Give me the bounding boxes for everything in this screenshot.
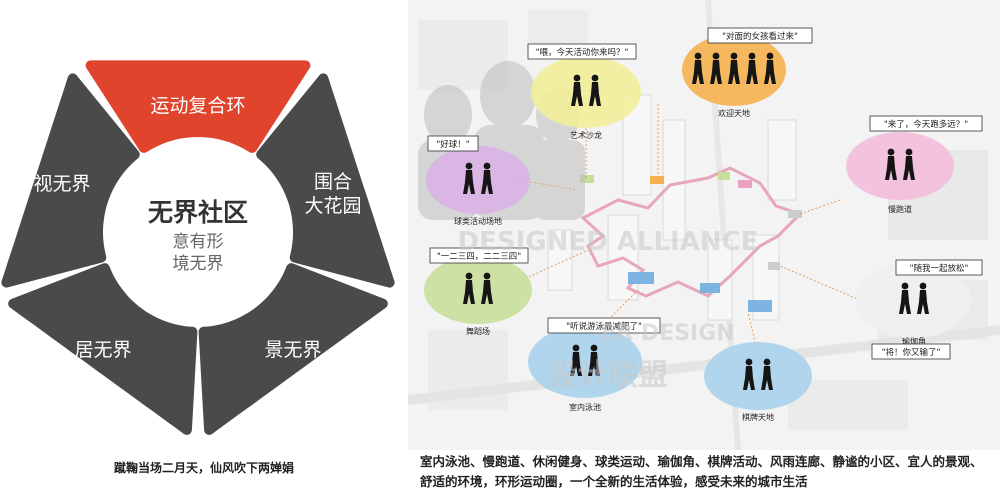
- wheel-segment-label-0: 运动复合环: [150, 95, 245, 117]
- zone-label-ball: 球类活动场地: [454, 216, 502, 226]
- wheel-center: [112, 146, 284, 318]
- speech-bubble-dance: [429, 247, 529, 264]
- zone-dance: [424, 256, 532, 324]
- speech-bubble-yoga2: [871, 343, 951, 360]
- zone-label-dance: 舞蹈场: [466, 326, 490, 336]
- activity-diagram: "喂，今天活动你来吗？" 艺术沙龙 "对面的女孩看过来" 欢迎天地 "好球！" 球类活动场…: [408, 0, 1000, 451]
- activity-diagram-panel: "喂，今天活动你来吗？" 艺术沙龙 "对面的女孩看过来" 欢迎天地 "好球！" 球类活动场…: [408, 0, 1000, 490]
- wheel-segment-label-3: 居无界: [74, 339, 131, 361]
- wheel-segment-label-4: 视无界: [33, 173, 90, 195]
- wheel-segment-label-1: 围合大花园: [304, 171, 361, 217]
- speech-bubble-jog: [869, 115, 983, 132]
- zone-label-art: 艺术沙龙: [570, 130, 602, 140]
- speech-text-yoga2: "将！你又输了": [882, 347, 941, 358]
- speech-bubble-yoga: [895, 259, 983, 276]
- zone-figures-ball: [463, 162, 493, 194]
- zone-label-jog: 慢跑道: [888, 204, 912, 214]
- zone-figures-chess: [743, 358, 773, 390]
- center-subtitle-2: 境无界: [173, 254, 224, 274]
- speech-bubble-ball: [427, 135, 479, 152]
- speech-text-ball: "好球！": [436, 139, 469, 150]
- zone-art: [531, 56, 641, 128]
- speech-text-yoga: "随我一起放松": [910, 263, 969, 274]
- wheel-segment-3: [8, 263, 198, 435]
- zone-figures-dance: [463, 272, 493, 304]
- zone-figures-jog: [885, 148, 915, 180]
- watermark-line-1: DESIGNED ALLIANCE: [458, 227, 759, 257]
- zone-figures-yoga: [899, 282, 929, 314]
- speech-text-dance: "一二三四，二二三四": [437, 252, 521, 262]
- zone-label-welcome: 欢迎天地: [718, 108, 750, 118]
- zone-ball: [426, 146, 530, 214]
- watermark-line-3: 设计联盟: [548, 358, 668, 393]
- speech-bubble-art: [527, 43, 637, 60]
- speech-bubble-welcome: [707, 27, 813, 44]
- zone-figures-welcome: [692, 52, 776, 84]
- loop-pads: [580, 172, 802, 312]
- speech-text-art: "喂，今天活动你来吗？": [536, 47, 629, 58]
- center-title: 无界社区: [148, 198, 248, 227]
- wheel-segment-0: [85, 60, 311, 153]
- zone-label-yoga: 瑜伽角: [902, 336, 926, 346]
- running-loop-path: [580, 166, 803, 298]
- wheel-segment-1: [256, 73, 395, 288]
- speech-bubble-swim: [547, 317, 661, 334]
- watermark-line-2: ER DESIGN: [601, 321, 734, 346]
- wheel-segment-2: [198, 263, 388, 435]
- zone-yoga: [856, 262, 972, 338]
- speech-text-swim: "听说游泳最减肥了": [566, 321, 642, 332]
- zone-figures-art: [571, 74, 601, 106]
- zone-figures-swim: [570, 344, 600, 376]
- zone-label-chess: 棋牌天地: [742, 412, 774, 422]
- concept-wheel-panel: 运动复合环围合大花园景无界 居无界 视无界 无界社区 意有形 境无界 蹴鞠当场二月天…: [0, 0, 408, 490]
- right-caption: 室内泳池、慢跑道、休闲健身、球类运动、瑜伽角、棋牌活动、风雨连廊、静谧的小区、宜…: [420, 454, 983, 489]
- left-caption: 蹴鞠当场二月天，仙风吹下两婵娟: [113, 461, 294, 475]
- wheel-segment-4: [1, 73, 140, 288]
- zone-jog: [846, 132, 954, 200]
- zone-label-swim: 室内泳池: [569, 402, 601, 412]
- speech-text-jog: "来了，今天跑多远？": [884, 119, 968, 130]
- zone-swim: [528, 326, 642, 398]
- center-subtitle-1: 意有形: [173, 232, 224, 252]
- wheel-segment-label-2: 景无界: [264, 339, 321, 361]
- zone-chess: [704, 342, 812, 410]
- speech-text-welcome: "对面的女孩看过来": [722, 31, 798, 42]
